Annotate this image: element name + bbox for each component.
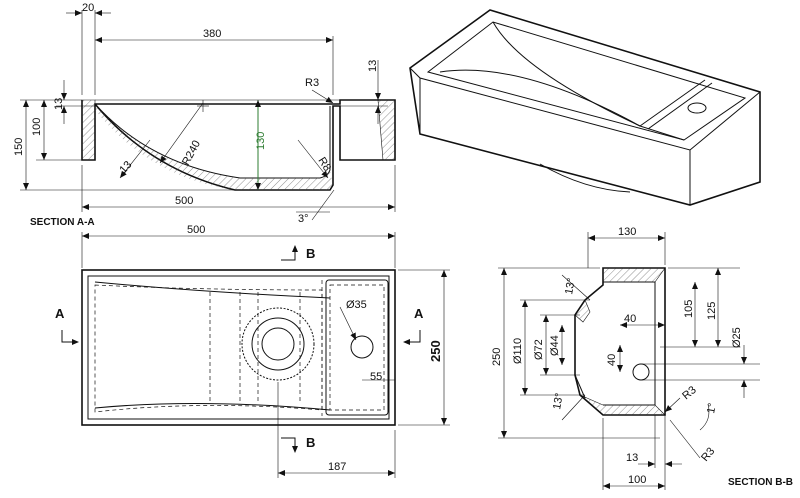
dim-bb-1deg: 1° xyxy=(705,402,719,414)
section-bb-hatch-bottom xyxy=(579,394,666,416)
section-aa-hatch-right xyxy=(377,99,396,161)
dim-aa-380: 380 xyxy=(203,28,221,40)
dim-aa-150: 150 xyxy=(13,138,25,156)
dim-bb-40-h: 40 xyxy=(624,313,636,325)
plan-drain-mid xyxy=(251,317,305,371)
dim-aa-500: 500 xyxy=(175,195,193,207)
cut-a-right: A xyxy=(414,306,424,321)
dim-aa-r3: R3 xyxy=(305,77,319,89)
section-bb-view: 130 13° 105 125 40 250 Ø110 Ø72 Ø44 xyxy=(491,226,793,490)
dim-aa-100: 100 xyxy=(31,118,43,136)
dim-bb-13deg-bottom: 13° xyxy=(551,392,566,410)
dim-bb-dia110: Ø110 xyxy=(512,338,524,364)
dim-aa-130: 130 xyxy=(255,132,267,150)
dim-plan-187: 187 xyxy=(328,461,346,473)
dim-aa-r240: R240 xyxy=(180,139,203,168)
plan-drain-outer xyxy=(241,307,315,381)
dim-aa-13-slope: 13 xyxy=(117,159,134,176)
plan-drain-inner xyxy=(261,327,295,361)
section-aa-view: 20 380 R3 13 13 100 150 R240 130 xyxy=(13,2,396,228)
dim-aa-3deg: 3° xyxy=(298,213,309,225)
dim-bb-130: 130 xyxy=(618,226,636,238)
dim-plan-55: 55 xyxy=(370,371,382,383)
plan-outline xyxy=(81,269,396,426)
dim-bb-dia44: Ø44 xyxy=(549,335,561,356)
cut-b-top: B xyxy=(306,246,315,261)
dim-bb-105: 105 xyxy=(683,300,695,318)
section-bb-hatch-top xyxy=(602,267,666,283)
section-aa-label: SECTION A-A xyxy=(30,217,95,228)
dim-bb-dia25: Ø25 xyxy=(731,327,743,348)
section-bb-faucet-hole xyxy=(632,363,650,381)
section-bb-outline xyxy=(574,267,666,416)
section-aa-hatch-left xyxy=(81,99,96,161)
iso-faucet-hole xyxy=(687,102,707,114)
section-aa-outline xyxy=(81,99,396,191)
section-bb-label: SECTION B-B xyxy=(728,477,793,488)
dim-bb-40-v: 40 xyxy=(606,354,618,366)
section-bb-hatch-left xyxy=(574,299,591,323)
dim-aa-13-left: 13 xyxy=(53,98,65,110)
plan-faucet-hole xyxy=(350,335,374,359)
dim-aa-20: 20 xyxy=(82,2,94,14)
dim-plan-dia35: Ø35 xyxy=(346,299,367,311)
dim-bb-13: 13 xyxy=(626,452,638,464)
plan-view: Ø35 55 500 250 187 A A B B xyxy=(55,224,450,478)
isometric-view xyxy=(409,9,761,206)
dim-plan-500: 500 xyxy=(187,224,205,236)
dim-aa-13-right: 13 xyxy=(367,60,379,72)
dim-bb-100: 100 xyxy=(628,474,646,486)
cut-b-bottom: B xyxy=(306,435,315,450)
cut-a-left: A xyxy=(55,306,65,321)
dim-plan-250: 250 xyxy=(428,340,443,362)
dim-bb-r3-b: R3 xyxy=(699,445,717,463)
dim-bb-13deg-top: 13° xyxy=(563,277,578,295)
dim-bb-r3-a: R3 xyxy=(680,384,698,402)
section-aa-hatch-floor xyxy=(95,104,333,190)
dim-bb-125: 125 xyxy=(706,302,718,320)
dim-bb-dia72: Ø72 xyxy=(533,339,545,360)
dim-bb-250: 250 xyxy=(491,348,503,366)
